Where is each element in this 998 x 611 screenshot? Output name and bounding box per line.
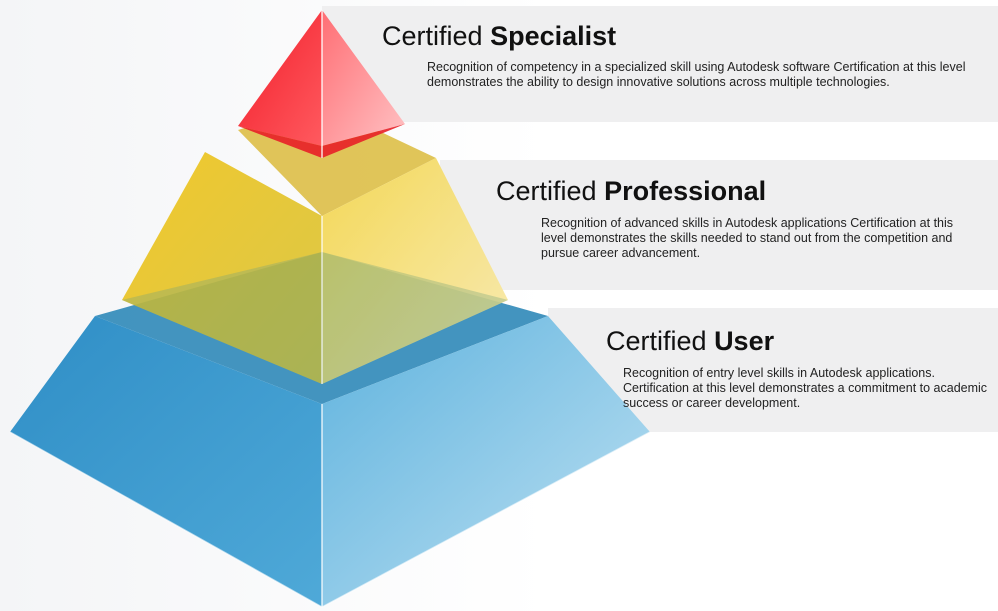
- specialist-tier-left-face: [238, 10, 322, 146]
- professional-tier: [122, 104, 508, 384]
- professional-tier-left-face: [122, 152, 322, 384]
- professional-title-prefix: Certified: [496, 176, 597, 206]
- specialist-title-prefix: Certified: [382, 21, 483, 51]
- professional-title: Certified Professional: [496, 175, 766, 207]
- specialist-label-band: [322, 6, 998, 122]
- specialist-title: Certified Specialist: [382, 20, 616, 52]
- specialist-title-name: Specialist: [490, 21, 617, 51]
- professional-description: Recognition of advanced skills in Autode…: [541, 216, 954, 260]
- user-title-name: User: [714, 326, 775, 356]
- user-title-prefix: Certified: [606, 326, 707, 356]
- specialist-description: Recognition of competency in a specializ…: [427, 60, 966, 89]
- professional-tier-right-face: [322, 158, 508, 384]
- user-title: Certified User: [606, 325, 774, 357]
- professional-label-band: [440, 160, 998, 290]
- professional-tier-overlap: [122, 252, 508, 384]
- professional-title-name: Professional: [604, 176, 767, 206]
- user-description: Recognition of entry level skills in Aut…: [623, 366, 988, 410]
- user-tier-right-face: [322, 316, 650, 607]
- specialist-tier: [238, 10, 405, 158]
- specialist-tier-right-face: [322, 10, 405, 146]
- user-tier-left-face: [10, 316, 322, 607]
